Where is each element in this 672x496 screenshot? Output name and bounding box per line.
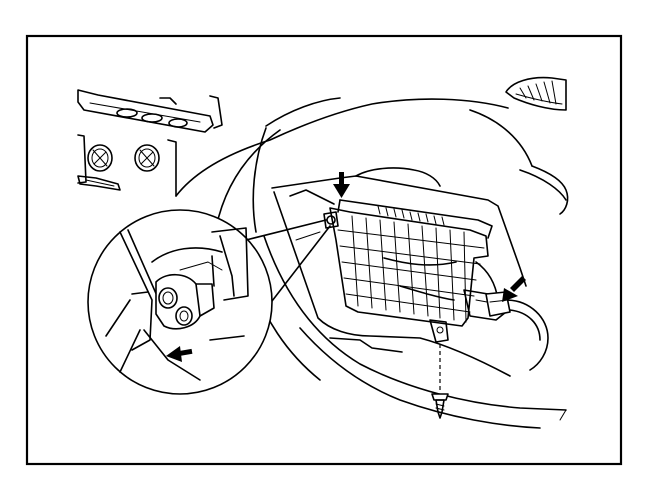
center-vent-panel [77, 89, 223, 133]
dashboard-outline [175, 97, 569, 429]
figure-frame [25, 34, 623, 466]
climate-knobs [77, 134, 177, 197]
detail-inset [87, 209, 331, 395]
right-air-vent [505, 76, 567, 111]
lower-finisher-panel [323, 199, 507, 343]
connector-arrow [502, 276, 526, 302]
detail-pull-arrow [166, 346, 193, 362]
harness-connector [485, 291, 549, 371]
screw [431, 344, 449, 419]
top-push-arrow [333, 172, 350, 198]
